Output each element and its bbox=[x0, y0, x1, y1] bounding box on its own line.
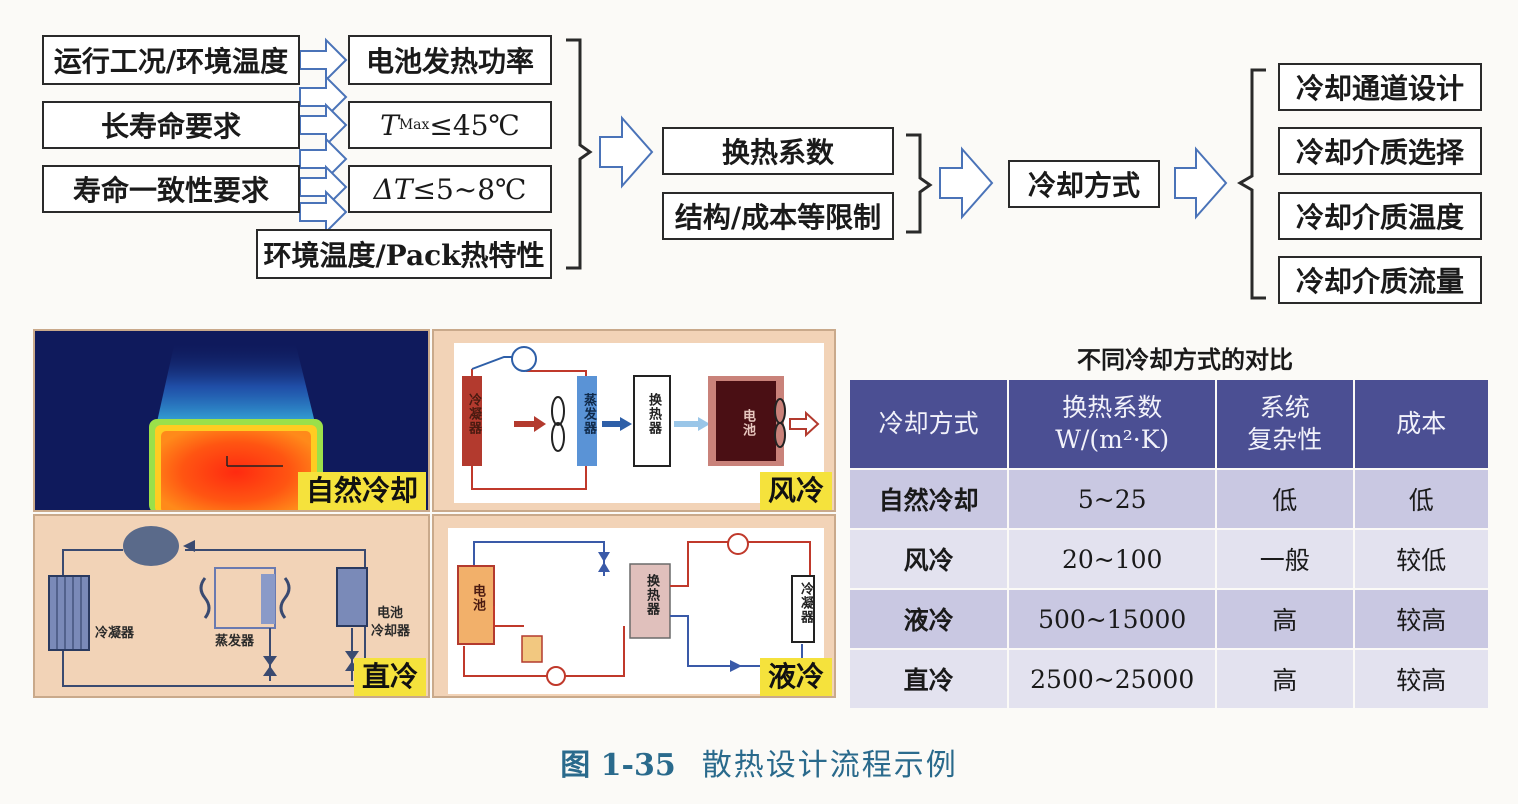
cell-complexity: 高 bbox=[1215, 648, 1355, 710]
cell-complexity: 高 bbox=[1215, 588, 1355, 650]
panel-liquid-cooling-label: 液冷 bbox=[759, 658, 832, 696]
panel-natural-cooling-label: 自然冷却 bbox=[297, 472, 426, 510]
cell-method: 直冷 bbox=[847, 648, 1010, 710]
flow-input-2: 长寿命要求 bbox=[42, 101, 300, 149]
flow-connectors bbox=[299, 37, 1266, 300]
cell-coefficient: 2500~25000 bbox=[1007, 648, 1218, 710]
header-complexity-line-1: 系统 bbox=[1259, 393, 1310, 422]
cell-complexity: 一般 bbox=[1215, 528, 1355, 590]
table-row: 直冷 2500~25000 高 较高 bbox=[847, 648, 1491, 710]
header-complexity-line-2: 复杂性 bbox=[1247, 425, 1323, 454]
comparison-title: 不同冷却方式的对比 bbox=[1077, 345, 1293, 374]
cell-cost: 较高 bbox=[1352, 588, 1491, 650]
flow-constraints: 结构/成本等限制 bbox=[662, 192, 894, 240]
cell-coefficient: 5~25 bbox=[1007, 468, 1218, 530]
table-row: 自然冷却 5~25 低 低 bbox=[847, 468, 1491, 530]
bracket-1 bbox=[566, 38, 593, 270]
req-tmax-sub: Max bbox=[398, 117, 430, 133]
header-method: 冷却方式 bbox=[847, 378, 1010, 470]
flow-arrow-1 bbox=[299, 37, 348, 83]
header-complexity: 系统 复杂性 bbox=[1215, 378, 1355, 470]
direct-evaporator-label: 蒸发器 bbox=[215, 634, 255, 649]
panel-air-cooling: 冷凝器 蒸发器 换热器 电池 风冷 bbox=[432, 329, 836, 512]
flow-arrow-big-2 bbox=[939, 146, 994, 220]
header-coefficient: 换热系数 W/(m²·K) bbox=[1007, 378, 1218, 470]
header-coefficient-line-1: 换热系数 bbox=[1062, 393, 1163, 422]
panel-liquid-cooling: 电池 换热器 冷凝器 液冷 bbox=[432, 514, 836, 698]
flow-arrow-3 bbox=[299, 102, 348, 148]
req-delta-t-symbol: ΔT bbox=[373, 172, 413, 206]
req-heat-power: 电池发热功率 bbox=[348, 35, 552, 85]
flow-output-3: 冷却介质温度 bbox=[1278, 192, 1482, 240]
figure-caption: 图 1-35 散热设计流程示例 bbox=[0, 740, 1518, 784]
direct-condenser-label: 冷凝器 bbox=[95, 626, 135, 641]
natural-cooling-thermal-image bbox=[149, 341, 323, 510]
bracket-3 bbox=[1237, 68, 1266, 300]
bracket-2 bbox=[906, 133, 933, 234]
req-tmax-value: ≤45℃ bbox=[429, 108, 520, 142]
flow-output-4: 冷却介质流量 bbox=[1278, 256, 1482, 304]
air-evaporator-label: 蒸发器 bbox=[581, 393, 596, 435]
direct-battery-cooler-label-2: 冷却器 bbox=[371, 624, 411, 639]
flow-arrow-big-3 bbox=[1174, 146, 1228, 220]
air-exchanger-label: 换热器 bbox=[646, 393, 661, 435]
panel-direct-cooling-label: 直冷 bbox=[353, 658, 426, 696]
flow-input-3: 寿命一致性要求 bbox=[42, 165, 300, 213]
flow-arrow-5 bbox=[299, 164, 348, 210]
comparison-table: 冷却方式 换热系数 W/(m²·K) 系统 复杂性 成本 自然冷却 5~25 低… bbox=[847, 378, 1491, 710]
header-cost: 成本 bbox=[1352, 378, 1491, 470]
flow-output-2: 冷却介质选择 bbox=[1278, 127, 1482, 175]
req-tmax-symbol: T bbox=[380, 108, 399, 142]
liquid-condenser-label: 冷凝器 bbox=[798, 582, 813, 624]
cell-cost: 较低 bbox=[1352, 528, 1491, 590]
flow-cooling-method: 冷却方式 bbox=[1008, 160, 1160, 208]
cell-method: 自然冷却 bbox=[847, 468, 1010, 530]
cell-coefficient: 500~15000 bbox=[1007, 588, 1218, 650]
cell-complexity: 低 bbox=[1215, 468, 1355, 530]
liquid-exchanger-label: 换热器 bbox=[644, 574, 659, 616]
cell-cost: 较高 bbox=[1352, 648, 1491, 710]
req-delta-t-value: ≤5~8℃ bbox=[412, 172, 527, 206]
figure-title: 散热设计流程示例 bbox=[701, 748, 958, 783]
header-coefficient-line-2: W/(m²·K) bbox=[1055, 425, 1170, 454]
flow-arrow-2 bbox=[299, 74, 348, 120]
panel-air-cooling-label: 风冷 bbox=[759, 472, 832, 510]
cell-method: 风冷 bbox=[847, 528, 1010, 590]
panel-natural-cooling: 自然冷却 bbox=[33, 329, 430, 512]
table-row: 液冷 500~15000 高 较高 bbox=[847, 588, 1491, 650]
table-row: 风冷 20~100 一般 较低 bbox=[847, 528, 1491, 590]
figure-number: 图 1-35 bbox=[560, 748, 676, 783]
cell-coefficient: 20~100 bbox=[1007, 528, 1218, 590]
req-env-pack: 环境温度/Pack热特性 bbox=[256, 229, 552, 279]
liquid-battery-label: 电池 bbox=[470, 584, 485, 612]
flow-arrow-big-1 bbox=[599, 115, 654, 189]
req-delta-t: ΔT≤5~8℃ bbox=[348, 165, 552, 213]
flow-arrow-6 bbox=[299, 189, 348, 235]
flow-input-1: 运行工况/环境温度 bbox=[42, 35, 300, 85]
cell-method: 液冷 bbox=[847, 588, 1010, 650]
flow-output-1: 冷却通道设计 bbox=[1278, 63, 1482, 111]
liquid-cooling-diagram bbox=[448, 528, 824, 694]
direct-battery-cooler-label-1: 电池 bbox=[377, 606, 404, 621]
flow-heat-coefficient: 换热系数 bbox=[662, 127, 894, 175]
air-condenser-label: 冷凝器 bbox=[466, 393, 481, 435]
comparison-header-row: 冷却方式 换热系数 W/(m²·K) 系统 复杂性 成本 bbox=[847, 378, 1491, 470]
panel-direct-cooling: 冷凝器 蒸发器 电池 冷却器 直冷 bbox=[33, 514, 430, 698]
flow-arrow-4 bbox=[299, 136, 348, 182]
cell-cost: 低 bbox=[1352, 468, 1491, 530]
air-battery-label: 电池 bbox=[740, 409, 755, 437]
